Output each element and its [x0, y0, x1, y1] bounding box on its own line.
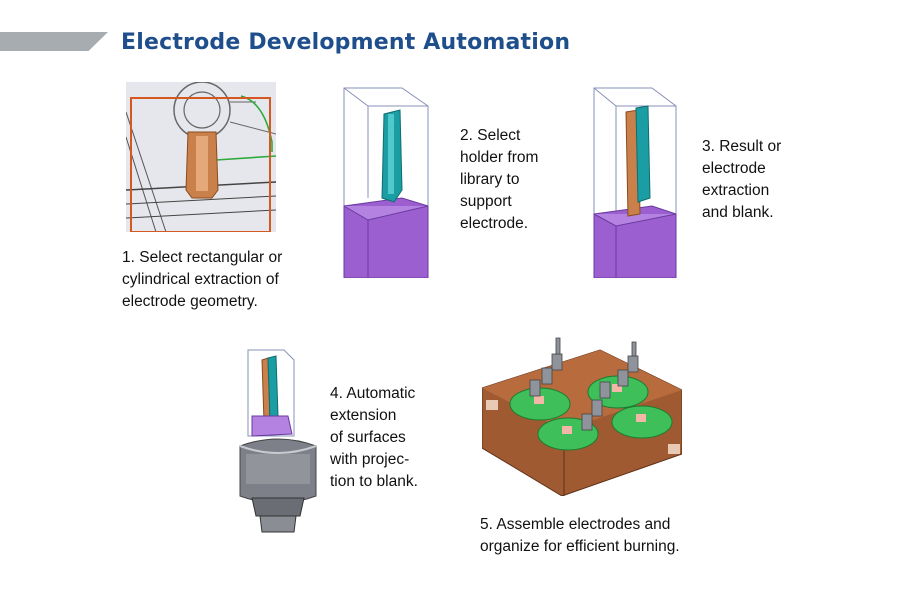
page-title: Electrode Development Automation — [121, 30, 571, 55]
caption-step-4: 4. Automatic extension of surfaces with … — [330, 385, 418, 490]
caption-step-3: 3. Result or electrode extraction and bl… — [702, 138, 782, 221]
caption-step-5: 5. Assemble electrodes and organize for … — [480, 516, 680, 555]
figure-extraction — [126, 82, 276, 232]
caption-step-1: 1. Select rectangular or cylindrical ext… — [122, 249, 283, 310]
figure-assembly — [482, 330, 682, 496]
figure-holder — [342, 86, 440, 278]
figure-extension — [238, 346, 318, 534]
header-accent-bar — [0, 32, 108, 51]
figure-result — [592, 86, 688, 278]
caption-step-2: 2. Select holder from library to support… — [460, 127, 539, 232]
